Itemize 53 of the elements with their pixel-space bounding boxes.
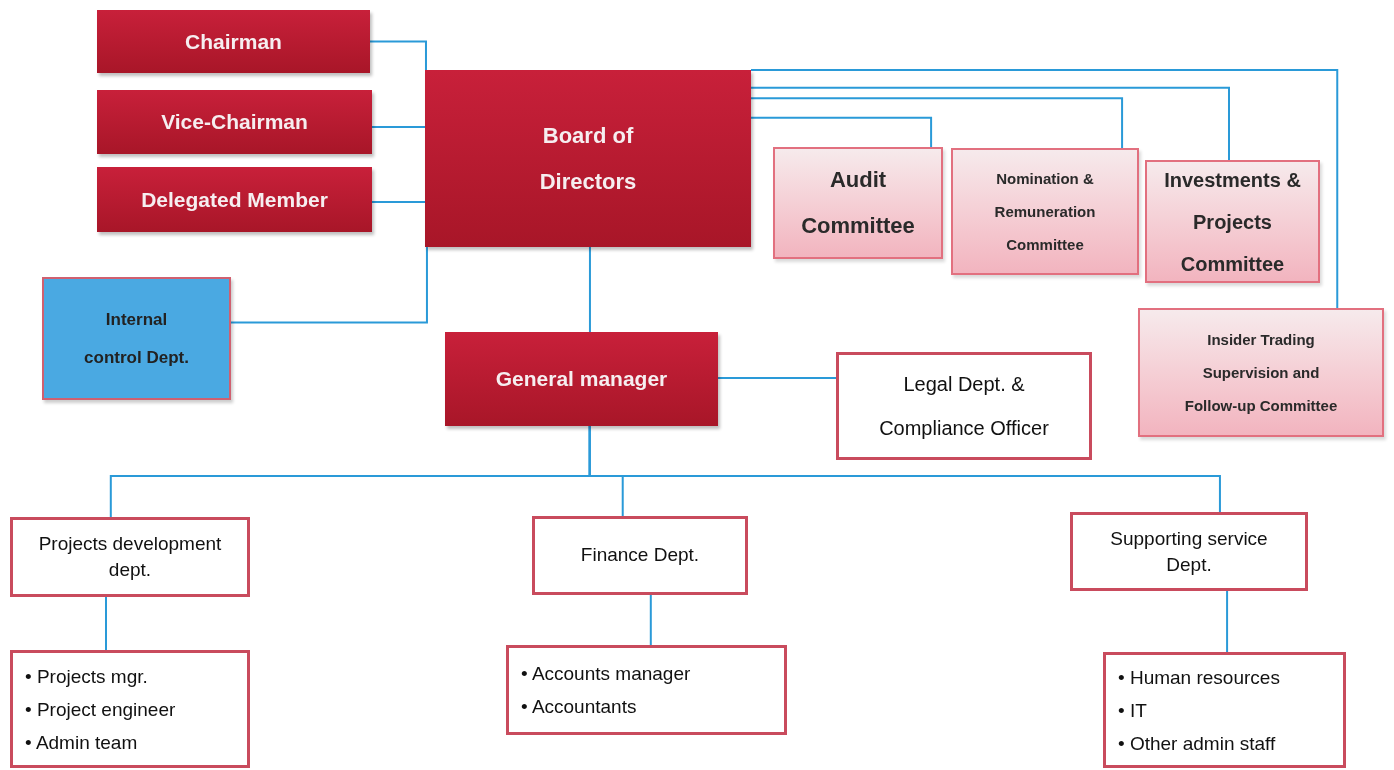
box-label: Finance Dept.	[580, 543, 700, 568]
box-label: Board of Directors	[538, 121, 638, 196]
connector-line	[230, 246, 428, 324]
staff-list-box	[10, 650, 250, 768]
department-box	[1070, 512, 1308, 591]
box-label: Projects development dept.	[37, 532, 223, 582]
box-label: Vice-Chairman	[161, 109, 308, 136]
box-label: Nomination & Remuneration Committee	[993, 169, 1097, 255]
role-box	[97, 90, 372, 154]
department-box	[10, 517, 250, 597]
box-label: Delegated Member	[141, 186, 328, 213]
connector-line	[1226, 590, 1229, 653]
manager-box	[445, 332, 718, 426]
list-item: • Other admin staff	[1118, 731, 1277, 756]
department-box	[532, 516, 748, 595]
connector-line	[750, 97, 1124, 149]
box-label: Insider Trading Supervision and Follow-up Committee	[1183, 330, 1339, 416]
list-item: • IT	[1118, 698, 1148, 723]
box-label: Legal Dept. & Compliance Officer	[878, 372, 1050, 441]
connector-line	[371, 126, 426, 129]
committee-box	[1145, 160, 1320, 283]
box-label: Supporting service Dept.	[1109, 526, 1269, 577]
committee-box	[1138, 308, 1384, 437]
connector-line	[371, 201, 426, 204]
staff-list-box	[506, 645, 787, 735]
list-item: • Admin team	[25, 730, 139, 755]
department-box	[42, 277, 231, 400]
connector-line	[369, 40, 427, 71]
connector-line	[717, 377, 837, 380]
connector-line	[750, 86, 1230, 161]
list-item: • Human resources	[1118, 665, 1280, 690]
connector-line	[750, 116, 933, 148]
department-box	[836, 352, 1092, 460]
box-label: Audit Committee	[800, 166, 916, 240]
staff-list-box	[1103, 652, 1346, 768]
list-item: • Project engineer	[25, 697, 176, 722]
role-box	[97, 10, 370, 73]
committee-box	[951, 148, 1139, 275]
connector-line	[105, 596, 107, 651]
box-label: Internal control Dept.	[83, 308, 190, 369]
box-label: General manager	[495, 366, 668, 393]
connector-line	[750, 69, 1339, 309]
committee-box	[773, 147, 943, 259]
box-label: Chairman	[185, 28, 282, 55]
box-label: Investments & Projects Committee	[1163, 167, 1302, 277]
list-item: • Accountants	[521, 695, 638, 719]
list-item: • Accounts manager	[521, 662, 691, 686]
board-box	[425, 70, 751, 247]
list-item: • Projects mgr.	[25, 664, 149, 689]
connector-line	[588, 246, 591, 333]
connector-line	[649, 594, 652, 646]
connector-line	[588, 425, 1221, 513]
role-box	[97, 167, 372, 232]
